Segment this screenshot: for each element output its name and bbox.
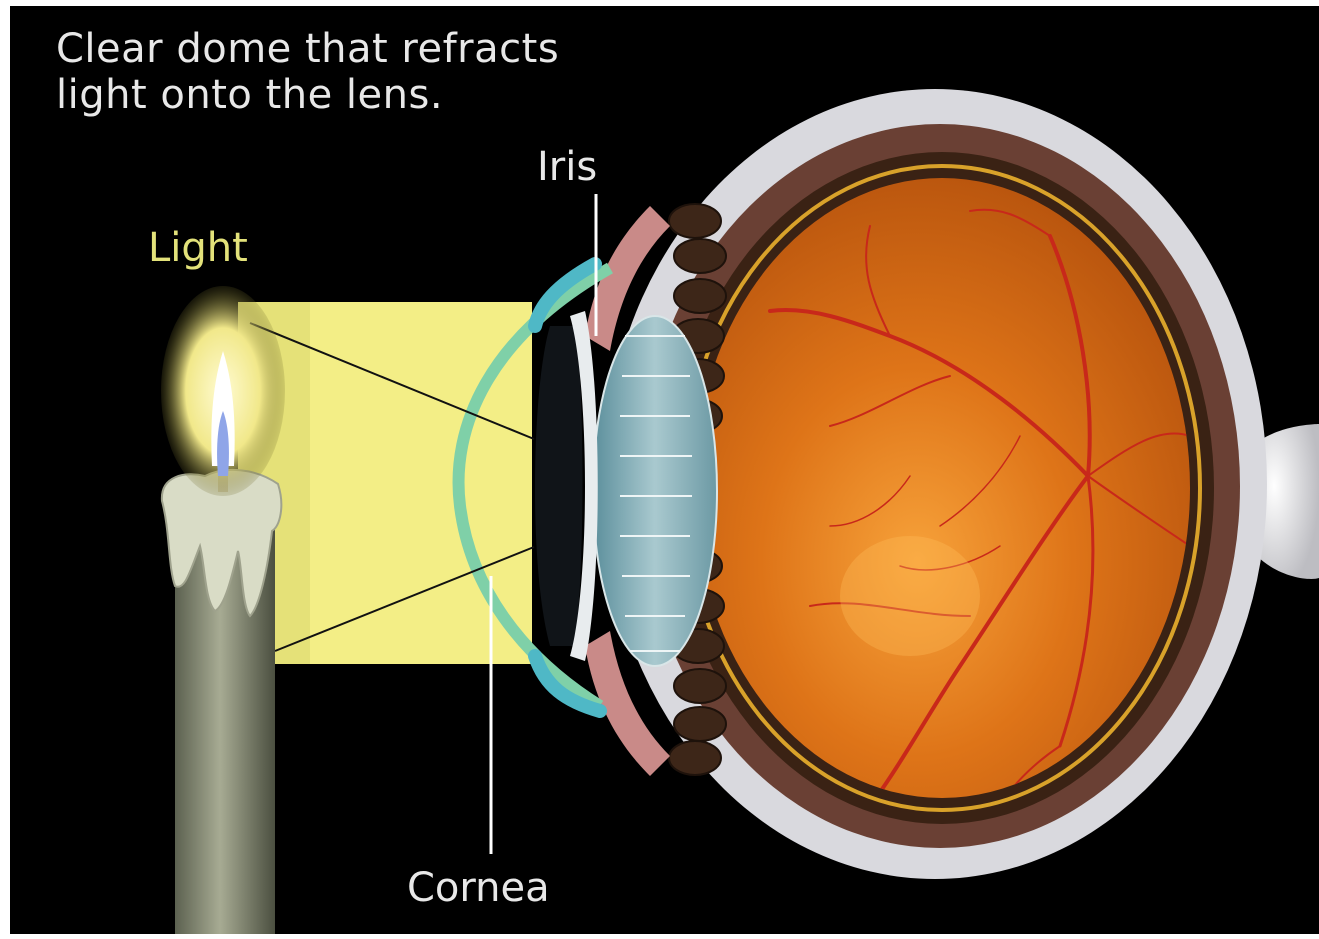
light-label: Light <box>148 225 248 271</box>
pupil-dark <box>535 326 583 646</box>
caption-text: Clear dome that refracts light onto the … <box>56 26 559 118</box>
caption-line-2: light onto the lens. <box>56 72 559 118</box>
eye-anatomy-illustration <box>10 6 1319 934</box>
iris-label: Iris <box>537 144 597 190</box>
lens <box>593 316 717 666</box>
retina <box>694 178 1190 798</box>
caption-line-1: Clear dome that refracts <box>56 26 559 72</box>
eye-diagram: Clear dome that refracts light onto the … <box>10 6 1319 934</box>
cornea-label: Cornea <box>407 865 550 911</box>
candle-icon <box>162 466 281 934</box>
macula-highlight <box>840 536 980 656</box>
